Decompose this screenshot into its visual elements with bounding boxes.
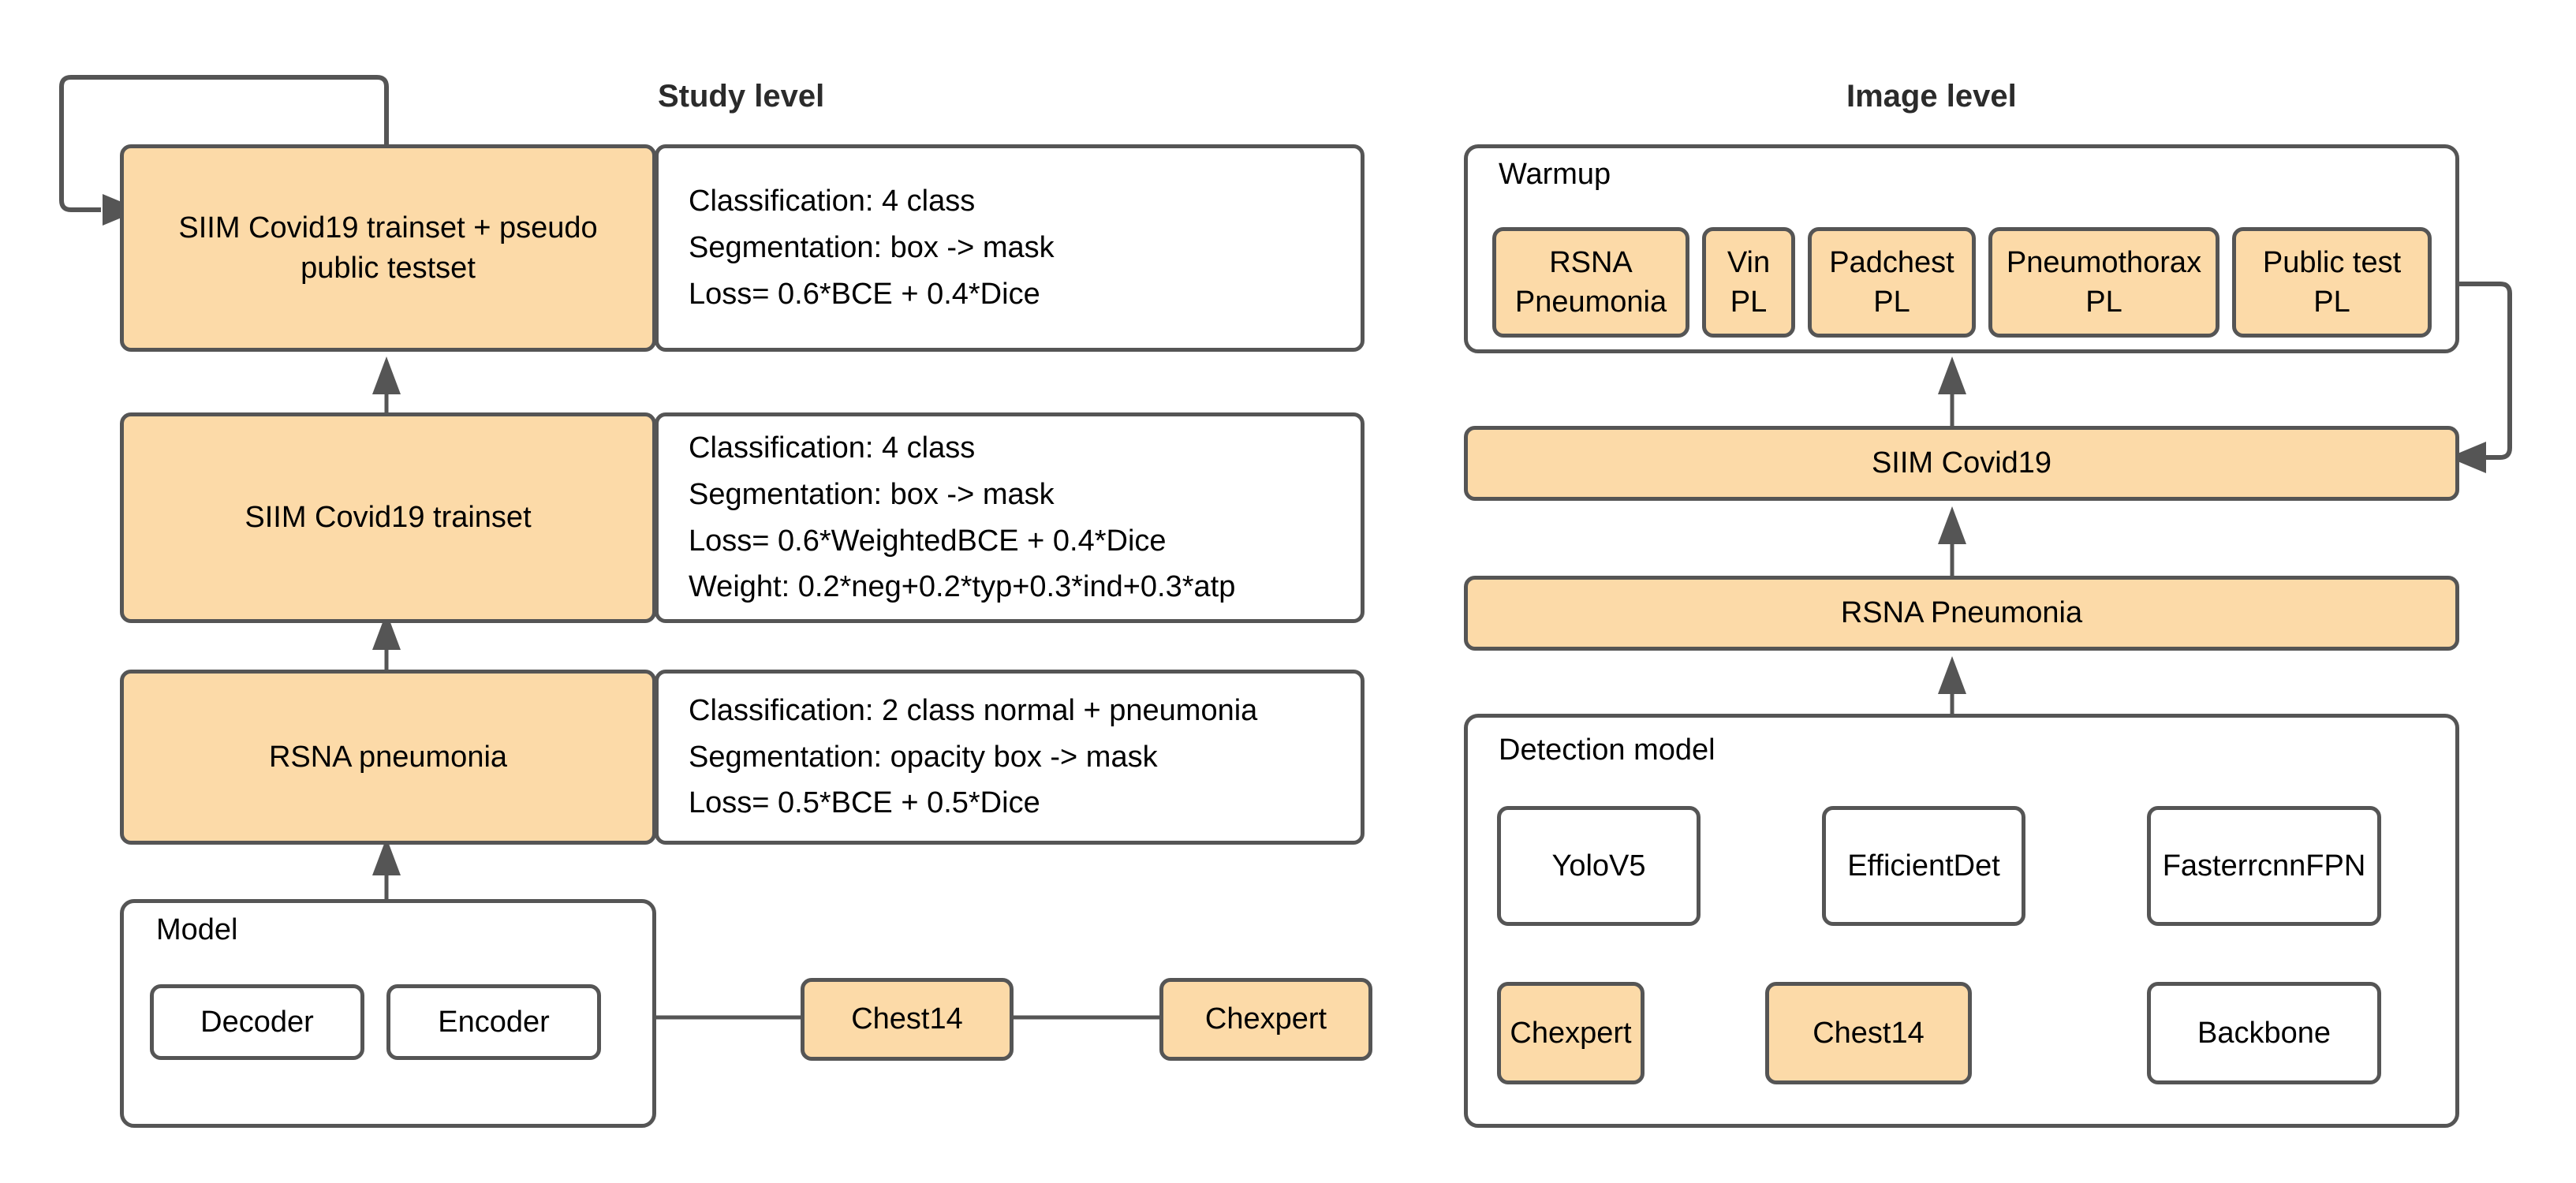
detector-fasterrcnnfpn-node[interactable]: FasterrcnnFPN — [2147, 806, 2381, 926]
warmup-item-vin-pl[interactable]: Vin PL — [1702, 227, 1795, 338]
warmup-item-padchest-pl[interactable]: Padchest PL — [1808, 227, 1976, 338]
det-chexpert-node[interactable]: Chexpert — [1497, 982, 1645, 1084]
detector-efficientdet-node[interactable]: EfficientDet — [1822, 806, 2025, 926]
chexpert-node[interactable]: Chexpert — [1159, 978, 1372, 1061]
image-stage-rsna-pneumonia[interactable]: RSNA Pneumonia — [1464, 576, 2459, 651]
study-stage-1-details: Classification: 4 class Segmentation: bo… — [655, 144, 1365, 352]
study-stage-3-details: Classification: 2 class normal + pneumon… — [655, 670, 1365, 845]
study-stage-1-node[interactable]: SIIM Covid19 trainset + pseudo public te… — [120, 144, 656, 352]
detector-yolov5-node[interactable]: YoloV5 — [1497, 806, 1701, 926]
loop-arrow-study-path — [59, 75, 389, 212]
warmup-item-public-test-pl[interactable]: Public test PL — [2232, 227, 2432, 338]
chest14-node[interactable]: Chest14 — [801, 978, 1014, 1061]
study-stage-1-detail-line: Segmentation: box -> mask — [689, 231, 1055, 265]
study-stage-3-detail-line: Classification: 2 class normal + pneumon… — [689, 693, 1258, 727]
image-stage-siim-covid19[interactable]: SIIM Covid19 — [1464, 426, 2459, 501]
warmup-group-label: Warmup — [1499, 158, 1611, 191]
study-stage-3-detail-line: Loss= 0.5*BCE + 0.5*Dice — [689, 786, 1040, 820]
study-stage-2-node[interactable]: SIIM Covid19 trainset — [120, 412, 656, 623]
encoder-node[interactable]: Encoder — [386, 984, 601, 1060]
image-level-title: Image level — [1846, 79, 2017, 114]
arrow-study-2-to-1-head — [372, 356, 401, 394]
study-stage-2-details: Classification: 4 class Segmentation: bo… — [655, 412, 1365, 623]
study-stage-3-node[interactable]: RSNA pneumonia — [120, 670, 656, 845]
model-group-label: Model — [156, 913, 238, 946]
warmup-item-rsna-pneumonia[interactable]: RSNA Pneumonia — [1492, 227, 1689, 338]
study-level-title: Study level — [658, 79, 825, 114]
study-stage-2-detail-line: Weight: 0.2*neg+0.2*typ+0.3*ind+0.3*atp — [689, 570, 1236, 604]
warmup-item-pneumothorax-pl[interactable]: Pneumothorax PL — [1988, 227, 2219, 338]
loop-arrow-image-path — [2459, 282, 2512, 460]
study-stage-2-detail-line: Loss= 0.6*WeightedBCE + 0.4*Dice — [689, 524, 1167, 558]
det-backbone-node[interactable]: Backbone — [2147, 982, 2381, 1084]
arrow-rsna-to-siim-head — [1938, 506, 1966, 544]
det-chest14-node[interactable]: Chest14 — [1765, 982, 1972, 1084]
study-stage-1-detail-line: Classification: 4 class — [689, 185, 976, 218]
decoder-node[interactable]: Decoder — [150, 984, 364, 1060]
study-stage-2-detail-line: Classification: 4 class — [689, 431, 976, 465]
detection-model-group-label: Detection model — [1499, 733, 1715, 767]
study-stage-1-detail-line: Loss= 0.6*BCE + 0.4*Dice — [689, 277, 1040, 311]
arrow-study-3-to-2-head — [372, 612, 401, 650]
study-stage-2-detail-line: Segmentation: box -> mask — [689, 477, 1055, 511]
study-stage-3-detail-line: Segmentation: opacity box -> mask — [689, 740, 1158, 774]
loop-arrow-image-head — [2448, 442, 2486, 473]
arrow-siim-to-warmup-head — [1938, 356, 1966, 394]
arrow-model-to-rsna-head — [372, 838, 401, 875]
arrow-detection-to-rsna-head — [1938, 656, 1966, 694]
